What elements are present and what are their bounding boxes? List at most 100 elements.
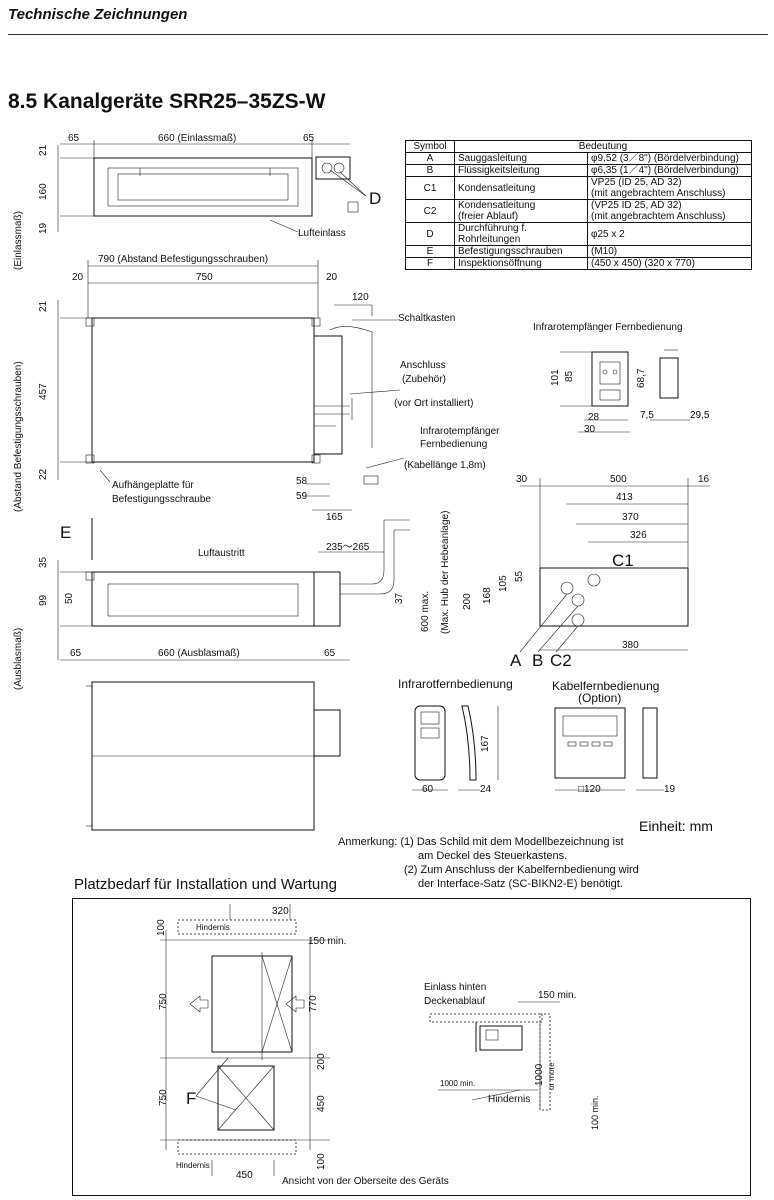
dim-68-7: 68,7: [636, 368, 647, 388]
dim-165: 165: [326, 512, 343, 523]
dim-65-ausblas-left: 65: [70, 648, 82, 659]
dim-7-5: 7,5: [640, 410, 654, 421]
dim-160: 160: [38, 183, 49, 200]
label-F: F: [186, 1089, 196, 1108]
dim-168: 168: [482, 587, 493, 604]
dim-37: 37: [394, 592, 405, 604]
note-2: (2) Zum Anschluss der Kabelfernbedienung…: [404, 864, 639, 876]
cell-desc: Flüssigkeitsleitung: [454, 164, 588, 177]
luftaustritt-label: Luftaustritt: [198, 548, 245, 559]
hindernis-side: Hindernis: [488, 1094, 530, 1105]
front-view-inlet: [57, 140, 367, 233]
dim-85: 85: [564, 370, 575, 382]
dim-21b: 21: [38, 300, 49, 312]
dim-100-bottom: 100: [316, 1153, 327, 1170]
cell-symbol: C1: [405, 176, 455, 200]
ausblas-side: (Ausblasmaß): [13, 628, 24, 690]
vor-ort-label: (vor Ort installiert): [394, 398, 473, 409]
table-header-row: Symbol Bedeutung: [405, 140, 752, 153]
ir-title: Infrarotempfänger Fernbedienung: [533, 322, 683, 333]
dim-19: 19: [38, 222, 49, 234]
dim-16: 16: [698, 474, 710, 485]
table-row: F Inspektionsöffnung (450 x 450) (320 x …: [405, 257, 752, 270]
front-view-outlet: [57, 518, 410, 661]
note-1: Anmerkung: (1) Das Schild mit dem Modell…: [338, 836, 624, 848]
dim-105: 105: [498, 575, 509, 592]
cell-symbol: A: [405, 152, 455, 165]
cell-symbol: F: [405, 257, 455, 270]
hindernis-top: Hindernis: [196, 923, 230, 932]
col-meaning: Bedeutung: [454, 140, 752, 153]
label-E: E: [60, 523, 71, 542]
ir-empf-label1: Infrarotempfänger: [420, 426, 500, 437]
dim-100-min: 100 min.: [590, 1095, 600, 1130]
cell-val-line1: VP25 (ID 25, AD 32): [591, 177, 682, 188]
cell-symbol: B: [405, 164, 455, 177]
dim-600: 600 max.: [420, 591, 431, 632]
section-title: 8.5 Kanalgeräte SRR25–35ZS-W: [8, 90, 326, 113]
dim-30: 30: [584, 424, 596, 435]
dim-326: 326: [630, 530, 647, 541]
dim-60: 60: [422, 784, 434, 795]
cell-symbol: D: [405, 222, 455, 246]
dim-380: 380: [622, 640, 639, 651]
cell-val-line2: (mit angebrachtem Anschluss): [591, 188, 726, 199]
dim-20-right: 20: [326, 272, 338, 283]
anschluss-label: Anschluss: [400, 360, 446, 371]
aufh-label2: Befestigungsschraube: [112, 494, 211, 505]
cell-val: φ6,35 (1／4") (Bördelverbindung): [587, 164, 752, 177]
lufteinlass-label: Lufteinlass: [298, 228, 346, 239]
dim-1000: 1000: [534, 1063, 545, 1086]
cell-val-line1: (VP25 ID 25, AD 32): [591, 200, 682, 211]
cell-val: (M10): [587, 245, 752, 258]
deckenablauf: Deckenablauf: [424, 996, 485, 1007]
cell-symbol: C2: [405, 199, 455, 223]
dim-99: 99: [38, 594, 49, 606]
dim-790: 790 (Abstand Befestigungsschrauben): [98, 254, 268, 265]
col-symbol: Symbol: [405, 140, 455, 153]
dim-457: 457: [38, 383, 49, 400]
dim-65-left: 65: [68, 133, 80, 144]
bottom-view: [86, 681, 341, 831]
table-row: A Sauggasleitung φ9,52 (3／8") (Bördelver…: [405, 152, 752, 165]
dim-1000-min: 1000 min.: [440, 1079, 475, 1088]
hub-label: (Max. Hub der Hebeanlage): [440, 511, 451, 634]
cell-desc: Durchführung f. Rohrleitungen: [454, 222, 588, 246]
dim-21: 21: [38, 144, 49, 156]
space-box: [72, 898, 751, 1196]
side-view: [519, 478, 710, 653]
cell-val: φ25 x 2: [587, 222, 752, 246]
dim-100-top: 100: [156, 919, 167, 936]
unit-label: Einheit: mm: [639, 818, 713, 834]
symbol-table: Symbol Bedeutung A Sauggasleitung φ9,52 …: [405, 140, 752, 270]
dim-200-plan: 200: [316, 1053, 327, 1070]
ir-empf-label2: Fernbedienung: [420, 439, 487, 450]
dim-235: 235～265: [326, 542, 370, 553]
dim-einlassmass: 660 (Einlassmaß): [158, 133, 236, 144]
dim-30b: 30: [516, 474, 528, 485]
dim-450-h: 450: [236, 1170, 253, 1181]
table-row: C2 Kondensatleitung(freier Ablauf) (VP25…: [405, 199, 752, 223]
cell-desc-line2: (freier Ablauf): [458, 211, 519, 222]
cell-val: (450 x 450) (320 x 770): [587, 257, 752, 270]
dim-19b: 19: [664, 784, 676, 795]
dim-22: 22: [38, 468, 49, 480]
label-B: B: [532, 651, 543, 670]
zubehoer-label: (Zubehör): [402, 374, 446, 385]
ir-fb-title: Infrarotfernbedienung: [398, 677, 513, 691]
table-row: B Flüssigkeitsleitung φ6,35 (1／4") (Börd…: [405, 164, 752, 177]
dim-28: 28: [588, 412, 600, 423]
dim-24: 24: [480, 784, 492, 795]
option-label: (Option): [578, 691, 621, 705]
dim-413: 413: [616, 492, 633, 503]
cell-desc: Sauggasleitung: [454, 152, 588, 165]
dim-370: 370: [622, 512, 639, 523]
table-row: E Befestigungsschrauben (M10): [405, 245, 752, 258]
note-1b: am Deckel des Steuerkastens.: [418, 850, 568, 862]
ir-receiver-drawing: [560, 349, 690, 433]
dim-55: 55: [514, 570, 525, 582]
hindernis-bottom: Hindernis: [176, 1161, 210, 1170]
dim-35: 35: [38, 556, 49, 568]
dim-750: 750: [196, 272, 213, 283]
